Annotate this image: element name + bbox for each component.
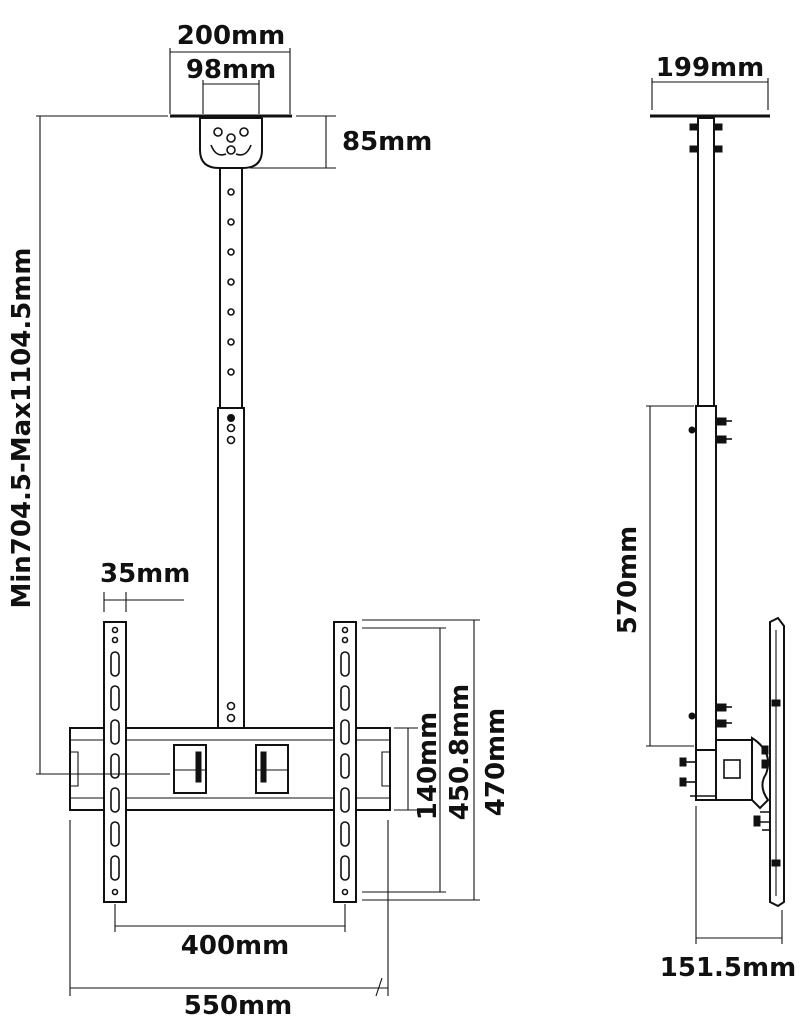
side-tilt-bracket [679, 736, 770, 810]
dim-side-depth: 151.5mm [660, 953, 796, 983]
dim-pole-length: Min704.5-Max1104.5mm [7, 247, 37, 608]
left-vertical-strip [103, 621, 127, 903]
dim-vesa-vertical: 450.8mm [445, 684, 475, 820]
side-view [646, 78, 785, 944]
dim-bar-height: 140mm [413, 712, 443, 820]
dim-plate-hole-spacing: 98mm [186, 55, 276, 85]
dim-side-plate-width: 199mm [656, 53, 764, 83]
side-dimension-lines [646, 78, 783, 944]
front-dimension-lines [36, 48, 480, 997]
dim-strip-height: 470mm [481, 708, 511, 816]
side-tv-plate [753, 616, 785, 908]
dim-bracket-width: 550mm [184, 991, 292, 1020]
dim-side-extension: 570mm [613, 526, 643, 634]
dimension-labels: 200mm 98mm 85mm Min704.5-Max1104.5mm 35m… [7, 21, 796, 1020]
front-view [36, 48, 480, 997]
side-outer-pole [689, 117, 723, 409]
ceiling-plate [170, 114, 292, 169]
outer-pole [219, 167, 243, 411]
dim-strip-width: 35mm [100, 559, 190, 589]
dim-plate-height: 85mm [342, 127, 432, 157]
dim-plate-width: 200mm [177, 21, 285, 51]
inner-pole [217, 407, 245, 729]
dim-vesa-horizontal: 400mm [181, 931, 289, 961]
side-inner-pole [688, 405, 732, 751]
right-vertical-strip [333, 621, 357, 903]
